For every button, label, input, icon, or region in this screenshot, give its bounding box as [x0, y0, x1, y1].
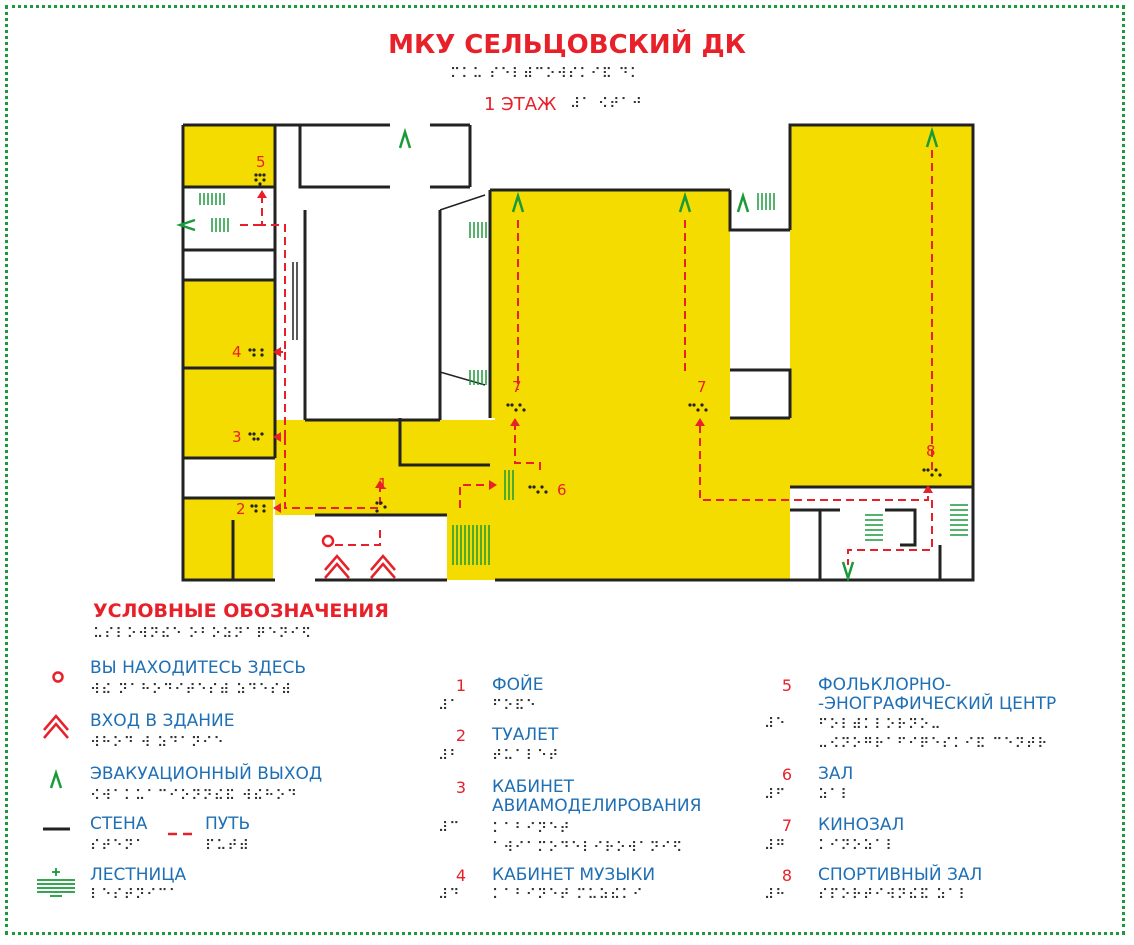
braille-dots-on-plan [248, 173, 942, 513]
legend-room-8-label: СПОРТИВНЫЙ ЗАЛ [818, 865, 983, 885]
legend-room-3-number: 3 [455, 778, 467, 797]
legend-room-7-label: КИНОЗАЛ [818, 815, 905, 835]
legend-path-braille: ⠏⠥⠞⠾ [205, 838, 251, 854]
room-4-fill [183, 280, 275, 368]
legend-entrance-braille: ⠺⠓⠕⠙ ⠺ ⠵⠙⠁⠝⠊⠑ [90, 735, 225, 751]
route-arrowheads [257, 190, 933, 513]
room-number-5: 5 [256, 153, 266, 171]
stairs-icon [37, 868, 75, 897]
legend-room-2-braille: ⠞⠥⠁⠇⠑⠞ [492, 748, 560, 764]
legend-stairs-label: ЛЕСТНИЦА [90, 865, 187, 885]
room-number-7-cinema-left: 7 [512, 378, 522, 396]
legend-room-5-braille: ⠋⠕⠇⠾⠅⠇⠕⠗⠝⠕⠤ ⠤⠪⠝⠕⠛⠗⠁⠋⠊⠟⠑⠎⠅⠊⠯ ⠉⠑⠝⠞⠗ [818, 717, 1049, 752]
legend-room-6-number: 6 [781, 765, 793, 784]
room-2-fill [183, 498, 273, 580]
legend-path-label: ПУТЬ [205, 814, 251, 834]
room-fills [183, 125, 973, 580]
room-number-8: 8 [926, 442, 936, 460]
floor-label: 1 ЭТАЖ [484, 94, 557, 115]
room-number-6: 6 [557, 481, 567, 499]
evacuation-route [240, 150, 933, 565]
legend-room-4-number: 4 [455, 866, 467, 885]
title-braille: ⠍⠅⠥ ⠎⠑⠇⠾⠉⠕⠺⠎⠅⠊⠯ ⠙⠅ [450, 66, 641, 82]
legend-room-3-label: КАБИНЕТ АВИАМОДЕЛИРОВАНИЯ [492, 777, 702, 816]
room-number-7-cinema-right: 7 [697, 378, 707, 396]
entrance-markers [324, 554, 396, 579]
dotted-border [5, 5, 1125, 935]
legend-room-5-braille-number: ⠼⠑ [764, 716, 787, 732]
entrance-icon [43, 714, 69, 739]
legend-title: УСЛОВНЫЕ ОБОЗНАЧЕНИЯ [93, 600, 389, 622]
stairs [199, 193, 968, 565]
legend-stairs-braille: ⠇⠑⠎⠞⠝⠊⠉⠁ [90, 887, 181, 903]
room-6-fill [495, 418, 790, 580]
legend-room-6-label: ЗАЛ [818, 764, 854, 784]
room-number-4: 4 [232, 343, 242, 361]
walls [181, 123, 975, 582]
legend-entrance-label: ВХОД В ЗДАНИЕ [90, 711, 235, 731]
legend-room-7-braille-number: ⠼⠛ [764, 838, 787, 854]
legend-room-5-label: ФОЛЬКЛОРНО- -ЭНОГРАФИЧЕСКИЙ ЦЕНТР [818, 675, 1057, 714]
legend-exit-label: ЭВАКУАЦИОННЫЙ ВЫХОД [90, 764, 323, 784]
legend-title-braille: ⠥⠎⠇⠕⠺⠝⠮⠑ ⠕⠃⠕⠵⠝⠁⠟⠑⠝⠊⠫ [93, 626, 313, 642]
floor-braille: ⠼⠁ ⠪⠞⠁⠚ [570, 96, 643, 112]
legend-room-2-number: 2 [455, 726, 467, 745]
legend-room-3-braille: ⠅⠁⠃⠊⠝⠑⠞ ⠁⠺⠊⠁⠍⠕⠙⠑⠇⠊⠗⠕⠺⠁⠝⠊⠫ [492, 821, 684, 856]
stairs-fill [447, 515, 495, 580]
evacuation-exit-icon [49, 769, 63, 789]
room-3-fill [183, 368, 275, 458]
legend-room-8-number: 8 [781, 866, 793, 885]
page-title: МКУ СЕЛЬЦОВСКИЙ ДК [388, 30, 746, 60]
legend-room-3-braille-number: ⠼⠉ [438, 820, 461, 836]
legend-room-8-braille: ⠎⠏⠕⠗⠞⠊⠺⠝⠮⠯ ⠵⠁⠇ [818, 887, 970, 903]
legend-you-are-here-label: ВЫ НАХОДИТЕСЬ ЗДЕСЬ [90, 658, 307, 678]
legend-room-1-braille: ⠋⠕⠯⠑ [492, 698, 538, 714]
legend-room-1-number: 1 [455, 676, 467, 695]
legend-room-7-number: 7 [781, 816, 793, 835]
legend-room-2-braille-number: ⠼⠃ [438, 748, 461, 764]
legend-room-4-braille-number: ⠼⠙ [438, 887, 461, 903]
legend-room-5-number: 5 [781, 676, 793, 695]
legend-you-are-here-braille: ⠺⠮ ⠝⠁⠓⠕⠙⠊⠞⠑⠎⠾ ⠵⠙⠑⠎⠾ [90, 682, 293, 698]
legend-room-8-braille-number: ⠼⠓ [764, 887, 787, 903]
legend-room-7-braille: ⠅⠊⠝⠕⠵⠁⠇ [818, 838, 897, 854]
room-number-1: 1 [378, 475, 388, 493]
room-number-2: 2 [236, 500, 246, 518]
room-1-fill [275, 420, 495, 515]
legend-room-2-label: ТУАЛЕТ [492, 725, 559, 745]
legend-wall-label: СТЕНА [90, 814, 148, 834]
legend-icons [37, 671, 195, 897]
legend-wall-braille: ⠎⠞⠑⠝⠁ [90, 838, 147, 854]
legend-room-6-braille-number: ⠼⠋ [764, 787, 787, 803]
legend-exit-braille: ⠪⠺⠁⠅⠥⠁⠉⠊⠕⠝⠝⠮⠯ ⠺⠮⠓⠕⠙ [90, 788, 299, 804]
you-are-here-icon [52, 671, 64, 683]
legend-room-6-braille: ⠵⠁⠇ [818, 787, 852, 803]
interior-lines [292, 194, 486, 386]
legend-room-1-braille-number: ⠼⠁ [438, 698, 461, 714]
you-are-here-marker [321, 534, 335, 548]
legend-room-4-label: КАБИНЕТ МУЗЫКИ [492, 865, 656, 885]
room-5-fill [183, 125, 275, 187]
legend-room-1-label: ФОЙЕ [492, 675, 544, 695]
exit-markers [176, 126, 939, 583]
room-8-fill [790, 125, 973, 487]
room-7-fill [490, 190, 730, 418]
room-number-3: 3 [232, 428, 242, 446]
legend-room-4-braille: ⠅⠁⠃⠊⠝⠑⠞ ⠍⠥⠵⠮⠅⠊ [492, 887, 644, 903]
